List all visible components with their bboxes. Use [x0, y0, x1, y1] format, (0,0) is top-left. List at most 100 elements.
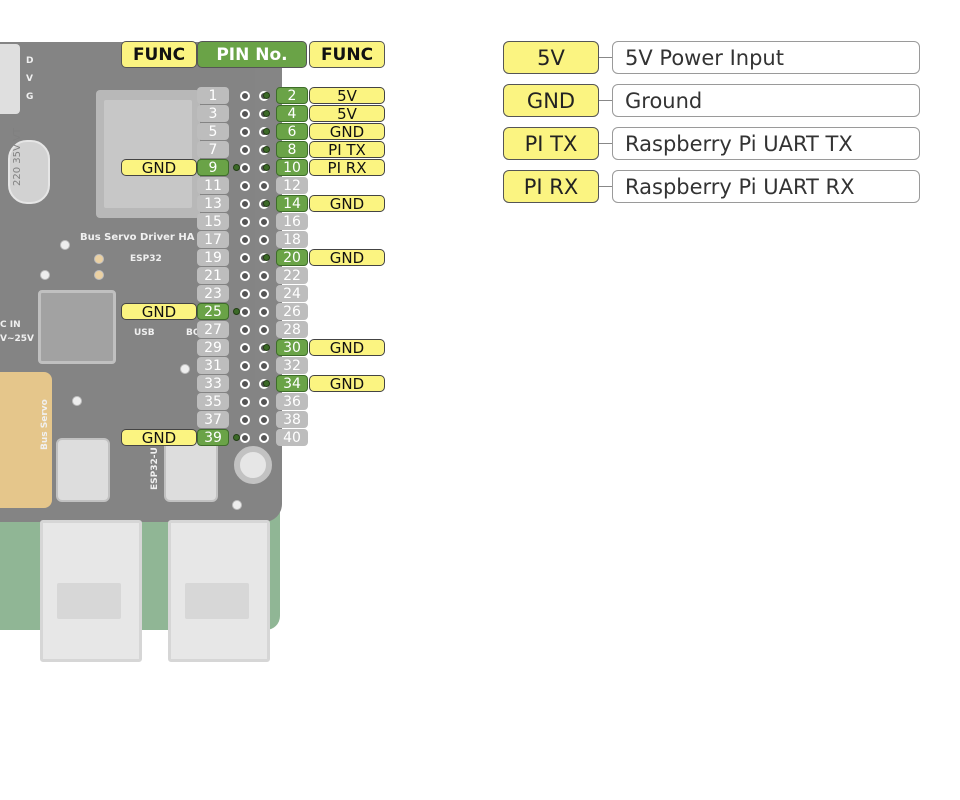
header-pin-odd: [240, 235, 250, 245]
power-connector: [0, 372, 52, 508]
header-pin-even: [259, 271, 269, 281]
pin-number-odd: 31: [197, 357, 229, 374]
header-pin-even: [259, 325, 269, 335]
legend-key: 5V: [503, 41, 599, 74]
esp32-silk: ESP32: [130, 254, 162, 264]
header-pin-even: [259, 307, 269, 317]
pin-number-header: PIN No.: [197, 41, 307, 68]
pin-number-odd: 29: [197, 339, 229, 356]
usb-a-port: [168, 520, 270, 662]
pin-number-odd: 3: [197, 105, 229, 122]
pin-number-odd: 19: [197, 249, 229, 266]
pin-number-even: 2: [276, 87, 308, 104]
header-pin-odd: [240, 397, 250, 407]
pin-number-even: 40: [276, 429, 308, 446]
silk-g: G: [26, 92, 34, 102]
pin-number-odd: 27: [197, 321, 229, 338]
pin-number-even: 26: [276, 303, 308, 320]
pin-number-even: 4: [276, 105, 308, 122]
header-pin-odd: [240, 379, 250, 389]
pin-function-odd: GND: [121, 429, 197, 447]
header-pin-odd: [240, 91, 250, 101]
header-pin-odd: [240, 343, 250, 353]
pin-function-even: 5V: [309, 105, 385, 123]
pin-function-odd: GND: [121, 303, 197, 321]
bo-silk: BO: [186, 328, 201, 338]
pin-number-even: 16: [276, 213, 308, 230]
pin-number-even: 22: [276, 267, 308, 284]
header-pin-odd: [240, 127, 250, 137]
header-pin-odd: [240, 199, 250, 209]
pin-number-odd: 37: [197, 411, 229, 428]
header-pin-even: [259, 397, 269, 407]
pin-number-even: 32: [276, 357, 308, 374]
pin-number-even: 30: [276, 339, 308, 356]
mounting-hole: [234, 446, 272, 484]
legend-connector: [599, 57, 613, 58]
voltage-silk: V~25V: [0, 334, 34, 344]
header-pin-even: [259, 433, 269, 443]
header-pin-odd: [240, 433, 250, 443]
header-pin-odd: [240, 271, 250, 281]
inductor: [38, 290, 116, 364]
pin-connector-dot: [263, 92, 270, 99]
usb-c-port: [56, 438, 110, 502]
pin-number-odd: 11: [197, 177, 229, 194]
header-pin-odd: [240, 181, 250, 191]
pin-number-even: 10: [276, 159, 308, 176]
cin-silk: C IN: [0, 320, 21, 330]
pin-connector-dot: [263, 380, 270, 387]
pin-function-odd: GND: [121, 159, 197, 177]
pin-number-odd: 21: [197, 267, 229, 284]
header-pin-even: [259, 235, 269, 245]
board-name-silk: Bus Servo Driver HA: [80, 232, 195, 243]
pin-connector-dot: [263, 164, 270, 171]
header-pin-even: [259, 289, 269, 299]
legend-description: Raspberry Pi UART TX: [612, 127, 920, 160]
header-pin-odd: [240, 289, 250, 299]
header-pin-odd: [240, 109, 250, 119]
pin-function-even: GND: [309, 123, 385, 141]
header-pin-even: [259, 361, 269, 371]
pin-function-even: GND: [309, 249, 385, 267]
pin-number-odd: 9: [197, 159, 229, 176]
usb-silk: USB: [134, 328, 155, 338]
pin-number-even: 34: [276, 375, 308, 392]
silk-d: D: [26, 56, 34, 66]
header-pin-odd: [240, 217, 250, 227]
pin-number-even: 14: [276, 195, 308, 212]
legend-description: Raspberry Pi UART RX: [612, 170, 920, 203]
pin-number-odd: 35: [197, 393, 229, 410]
pin-number-even: 36: [276, 393, 308, 410]
pin-number-odd: 39: [197, 429, 229, 446]
func-header-left: FUNC: [121, 41, 197, 68]
servo-header: [0, 44, 20, 114]
legend-description: 5V Power Input: [612, 41, 920, 74]
pin-function-even: PI RX: [309, 159, 385, 177]
pin-function-even: 5V: [309, 87, 385, 105]
pin-connector-dot: [263, 254, 270, 261]
pin-number-odd: 17: [197, 231, 229, 248]
pin-number-even: 28: [276, 321, 308, 338]
pin-number-odd: 33: [197, 375, 229, 392]
pin-number-odd: 1: [197, 87, 229, 104]
legend-key: GND: [503, 84, 599, 117]
pin-number-odd: 23: [197, 285, 229, 302]
header-pin-odd: [240, 415, 250, 425]
board-photo: 220 35V VT D V G Bus Servo Driver HA ESP…: [0, 0, 460, 680]
capacitor: [8, 140, 50, 204]
func-header-right: FUNC: [309, 41, 385, 68]
pin-connector-dot: [263, 200, 270, 207]
header-pin-even: [259, 181, 269, 191]
pin-function-even: GND: [309, 375, 385, 393]
header-pin-odd: [240, 361, 250, 371]
usb-a-port: [40, 520, 142, 662]
esp32-module-shield: [104, 100, 192, 208]
header-pin-odd: [240, 145, 250, 155]
silk-v: V: [26, 74, 33, 84]
pin-connector-dot: [263, 344, 270, 351]
legend-connector: [599, 186, 613, 187]
legend-key: PI TX: [503, 127, 599, 160]
header-pin-odd: [240, 325, 250, 335]
